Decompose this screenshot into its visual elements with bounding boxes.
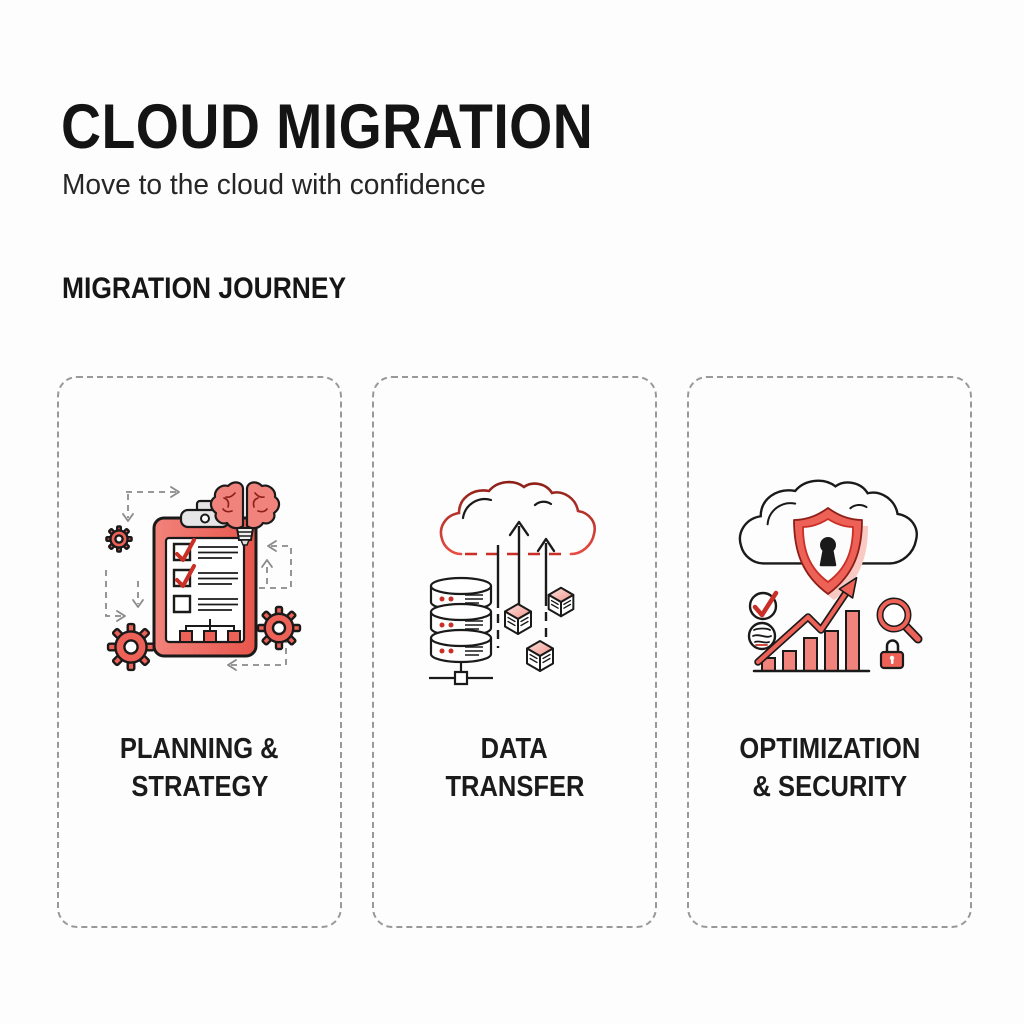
clipboard-checklist-icon <box>86 478 301 671</box>
shield-keyhole-icon <box>794 508 868 600</box>
checklist <box>174 540 238 612</box>
server-stack-icon <box>429 576 493 684</box>
card-label: OPTIMIZATION & SECURITY <box>689 730 970 806</box>
page-subtitle-text: Move to the cloud with confidence <box>62 169 486 201</box>
card-label-line: & SECURITY <box>752 771 907 803</box>
data-cube-icon <box>504 603 532 635</box>
data-cube-icon <box>526 640 554 672</box>
section-heading: MIGRATION JOURNEY <box>62 272 385 305</box>
magnifier-icon <box>880 601 918 639</box>
card-label-line: TRANSFER <box>445 771 584 803</box>
page-subtitle: Move to the cloud with confidence <box>62 169 499 202</box>
card-optimization-security: OPTIMIZATION & SECURITY <box>687 376 972 928</box>
cloud-upload-icon <box>401 480 596 688</box>
card-label: DATA TRANSFER <box>374 730 655 806</box>
card-label: PLANNING & STRATEGY <box>59 730 340 806</box>
card-label-line: PLANNING & <box>120 733 279 765</box>
brain-lightbulb-icon <box>211 482 279 545</box>
cloud-shield-icon <box>738 479 946 688</box>
page-title: CLOUD MIGRATION <box>61 96 666 159</box>
check-circle-icon <box>750 593 776 619</box>
card-data-transfer: DATA TRANSFER <box>372 376 657 928</box>
trend-arrow-icon <box>758 573 863 662</box>
data-cube-icon <box>547 586 575 618</box>
card-label-line: STRATEGY <box>130 771 269 803</box>
dashed-process-arrows <box>106 487 291 670</box>
org-chart <box>180 619 240 642</box>
notes-circle-icon <box>749 623 775 649</box>
page-title-text: CLOUD MIGRATION <box>61 92 594 162</box>
upload-arrows <box>498 522 554 648</box>
card-label-line: DATA <box>480 733 549 765</box>
gear-icon <box>257 606 301 650</box>
cloud-icon <box>439 480 596 556</box>
gear-icon <box>105 525 133 553</box>
lock-icon <box>881 641 903 669</box>
section-heading-text: MIGRATION JOURNEY <box>62 272 347 305</box>
card-planning-strategy: PLANNING & STRATEGY <box>57 376 342 928</box>
gear-icon <box>107 623 155 671</box>
card-label-line: OPTIMIZATION <box>738 733 920 765</box>
checkmark-icon <box>177 566 194 586</box>
growth-bar-chart-icon <box>754 611 869 671</box>
checkmark-icon <box>177 540 194 560</box>
